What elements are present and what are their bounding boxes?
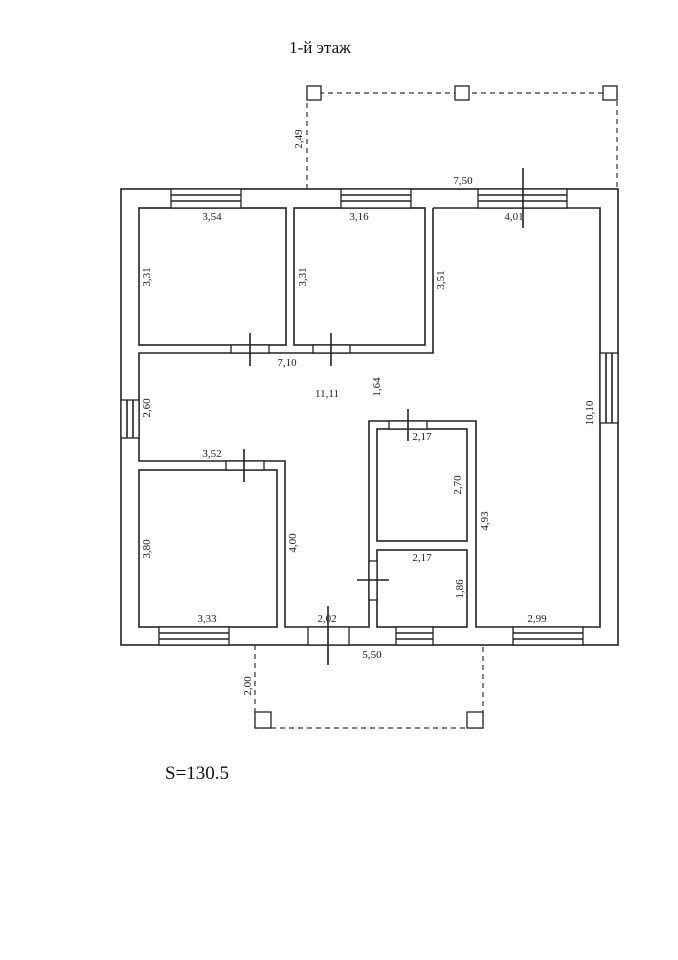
dim-label: 1,64 (371, 377, 383, 397)
door (225, 449, 265, 482)
post (254, 711, 272, 729)
door (312, 333, 351, 366)
dimension-labels: 2,49 7,50 3,54 3,16 4,01 3,31 3,31 3,51 … (141, 129, 596, 696)
windows (120, 188, 619, 646)
post (454, 85, 470, 101)
bottom-porch (254, 645, 484, 729)
dim-label: 4,93 (479, 511, 491, 531)
room-1 (138, 207, 287, 346)
dim-label: 3,80 (141, 539, 153, 559)
dim-label: 2,60 (141, 398, 153, 418)
window (395, 626, 434, 646)
dim-label: 2,17 (412, 552, 432, 564)
floor-title: 1-й этаж (289, 38, 351, 57)
dim-label: 5,50 (362, 649, 382, 661)
dim-label: 3,51 (435, 270, 447, 289)
door (388, 409, 428, 441)
dim-label: 3,31 (297, 267, 309, 286)
dim-label: 7,10 (277, 357, 297, 369)
dim-label: 2,00 (242, 676, 254, 696)
window (170, 188, 242, 209)
window (340, 188, 412, 209)
dim-label: 10,10 (584, 400, 596, 425)
hall (138, 207, 601, 628)
total-area: S=130.5 (165, 763, 229, 784)
post (602, 85, 618, 101)
doors (225, 168, 524, 665)
entrance-door (307, 606, 350, 665)
dim-label: 3,33 (197, 613, 217, 625)
dim-label: 4,00 (287, 533, 299, 553)
door (230, 333, 270, 366)
post (306, 85, 322, 101)
dim-label: 3,54 (202, 211, 222, 223)
dim-label: 7,50 (453, 175, 473, 187)
dim-label: 3,52 (202, 448, 221, 460)
post (466, 711, 484, 729)
dim-label: 4,01 (504, 211, 523, 223)
door (357, 560, 389, 601)
dim-label: 2,02 (317, 613, 336, 625)
window (120, 399, 140, 439)
top-terrace (306, 85, 618, 189)
room-2 (293, 207, 426, 346)
window (158, 626, 230, 646)
dim-label: 3,16 (349, 211, 369, 223)
dim-label: 3,31 (141, 267, 153, 286)
window (512, 626, 584, 646)
dim-label: 2,17 (412, 431, 432, 443)
room-4 (138, 469, 278, 628)
window (599, 352, 619, 424)
dim-label: 2,49 (293, 129, 305, 149)
hall-area-label: 11,11 (315, 388, 339, 400)
dim-label: 2,70 (452, 475, 464, 495)
dim-label: 1,86 (454, 579, 466, 599)
dim-label: 2,99 (527, 613, 547, 625)
